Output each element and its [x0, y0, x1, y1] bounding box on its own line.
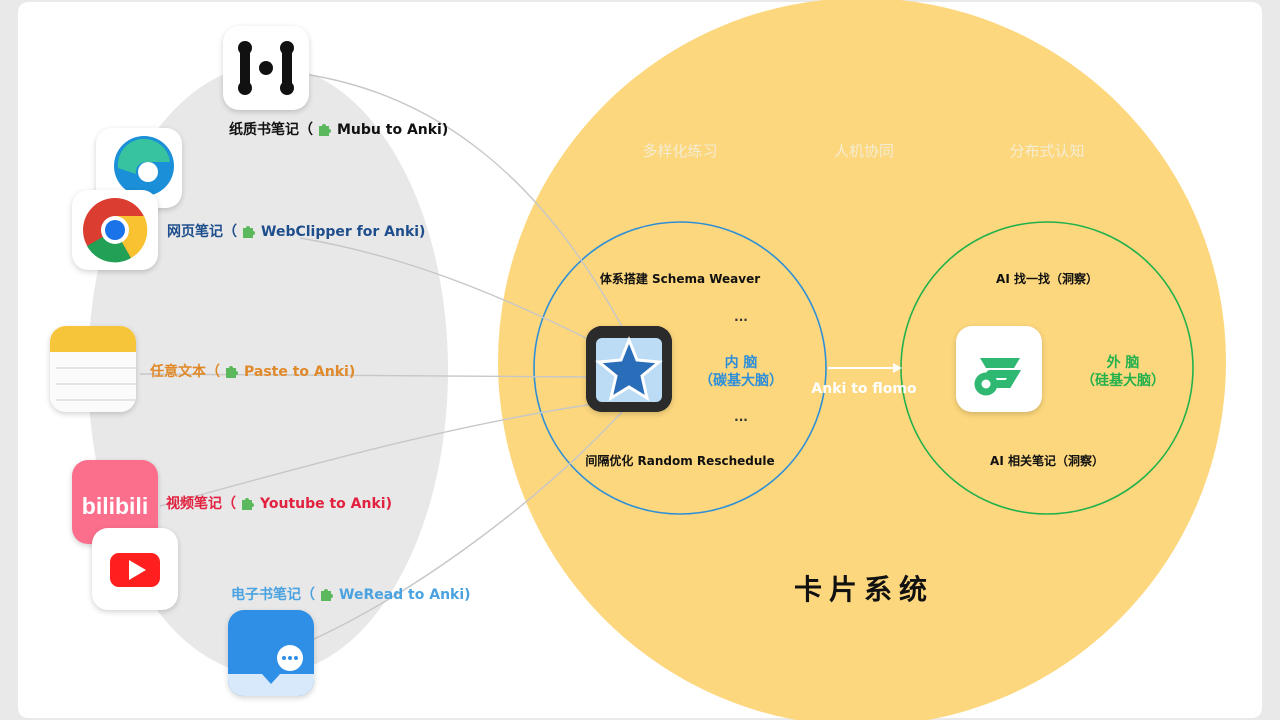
youtube-icon: [92, 528, 178, 610]
connector-paste: [139, 373, 593, 378]
puzzle-icon: [243, 226, 255, 238]
card-system-top-label: 人机协同: [833, 142, 895, 160]
source-label-prefix: 纸质书笔记（: [229, 122, 313, 138]
inner-brain-subname: （碳基大脑）: [699, 373, 783, 389]
source-label-weread: 电子书笔记（WeRead to Anki): [231, 587, 471, 603]
outer-brain-subname: （硅基大脑）: [1081, 373, 1165, 389]
source-label-mubu: 纸质书笔记（Mubu to Anki): [229, 122, 449, 138]
mubu-icon: [223, 26, 309, 110]
card-system-top-label: 多样化练习: [642, 142, 718, 160]
sources-ellipse: [88, 65, 448, 675]
puzzle-icon: [226, 366, 238, 378]
outer-brain-top: AI 找一找（洞察）: [996, 272, 1098, 286]
inner-brain-dots-top: ...: [734, 310, 748, 324]
card-system-title: 卡片系统: [793, 573, 935, 606]
source-connectors: [139, 74, 629, 641]
connector-label: Anki to flomo: [811, 381, 917, 397]
puzzle-icon: [321, 589, 333, 601]
anki-icon: [586, 326, 672, 412]
inner-brain-top: 体系搭建 Schema Weaver: [599, 272, 761, 286]
notes-icon: [50, 326, 136, 412]
connector-mubu: [309, 74, 629, 339]
connector-weread: [311, 411, 623, 641]
puzzle-icon: [242, 498, 254, 510]
card-system-circle: [498, 0, 1226, 720]
source-label-paste: 任意文本（Paste to Anki): [150, 364, 356, 380]
source-label-webclipper: 网页笔记（WebClipper for Anki): [167, 224, 426, 240]
card-system-top-label: 分布式认知: [1009, 142, 1085, 160]
inner-brain-dots-bottom: ...: [734, 410, 748, 424]
inner-brain-circle: [533, 221, 827, 515]
flomo-icon: [956, 326, 1042, 412]
inner-brain-name: 内 脑: [724, 355, 758, 371]
weread-icon: [228, 610, 314, 696]
svg-text:bilibili: bilibili: [82, 493, 148, 519]
connector-webclipper: [299, 237, 595, 343]
puzzle-icon: [319, 124, 331, 136]
inner-brain-bottom: 间隔优化 Random Reschedule: [585, 454, 775, 468]
connector-youtube: [159, 403, 595, 507]
inner-to-outer-arrow: [828, 363, 902, 373]
outer-brain-name: 外 脑: [1106, 355, 1140, 371]
outer-brain-bottom: AI 相关笔记（洞察）: [990, 454, 1104, 468]
chrome-icon: [72, 190, 158, 270]
source-label-tool: Mubu to Anki: [337, 122, 442, 138]
source-label-youtube: 视频笔记（Youtube to Anki): [166, 496, 392, 512]
